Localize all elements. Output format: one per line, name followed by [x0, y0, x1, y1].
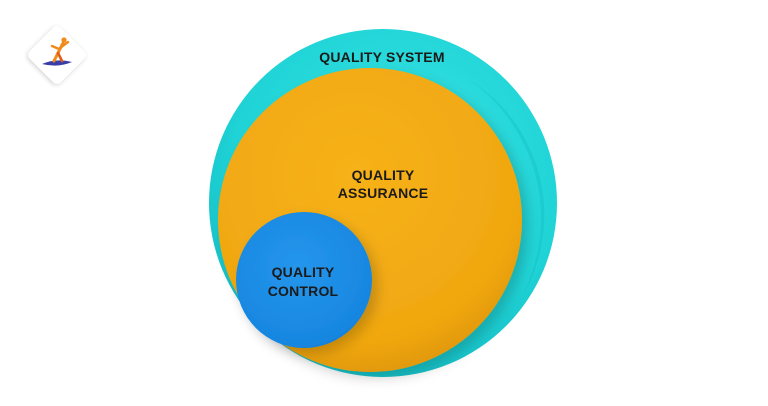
person-jumping-logo-icon[interactable]	[22, 20, 92, 90]
quality-assurance-label-line1: QUALITY	[352, 167, 415, 183]
quality-control-label-line2: CONTROL	[268, 283, 339, 299]
quality-control-label-line1: QUALITY	[272, 264, 335, 280]
quality-assurance-label-line2: ASSURANCE	[338, 185, 428, 201]
quality-control-circle	[236, 212, 372, 348]
quality-system-label: QUALITY SYSTEM	[319, 49, 444, 65]
